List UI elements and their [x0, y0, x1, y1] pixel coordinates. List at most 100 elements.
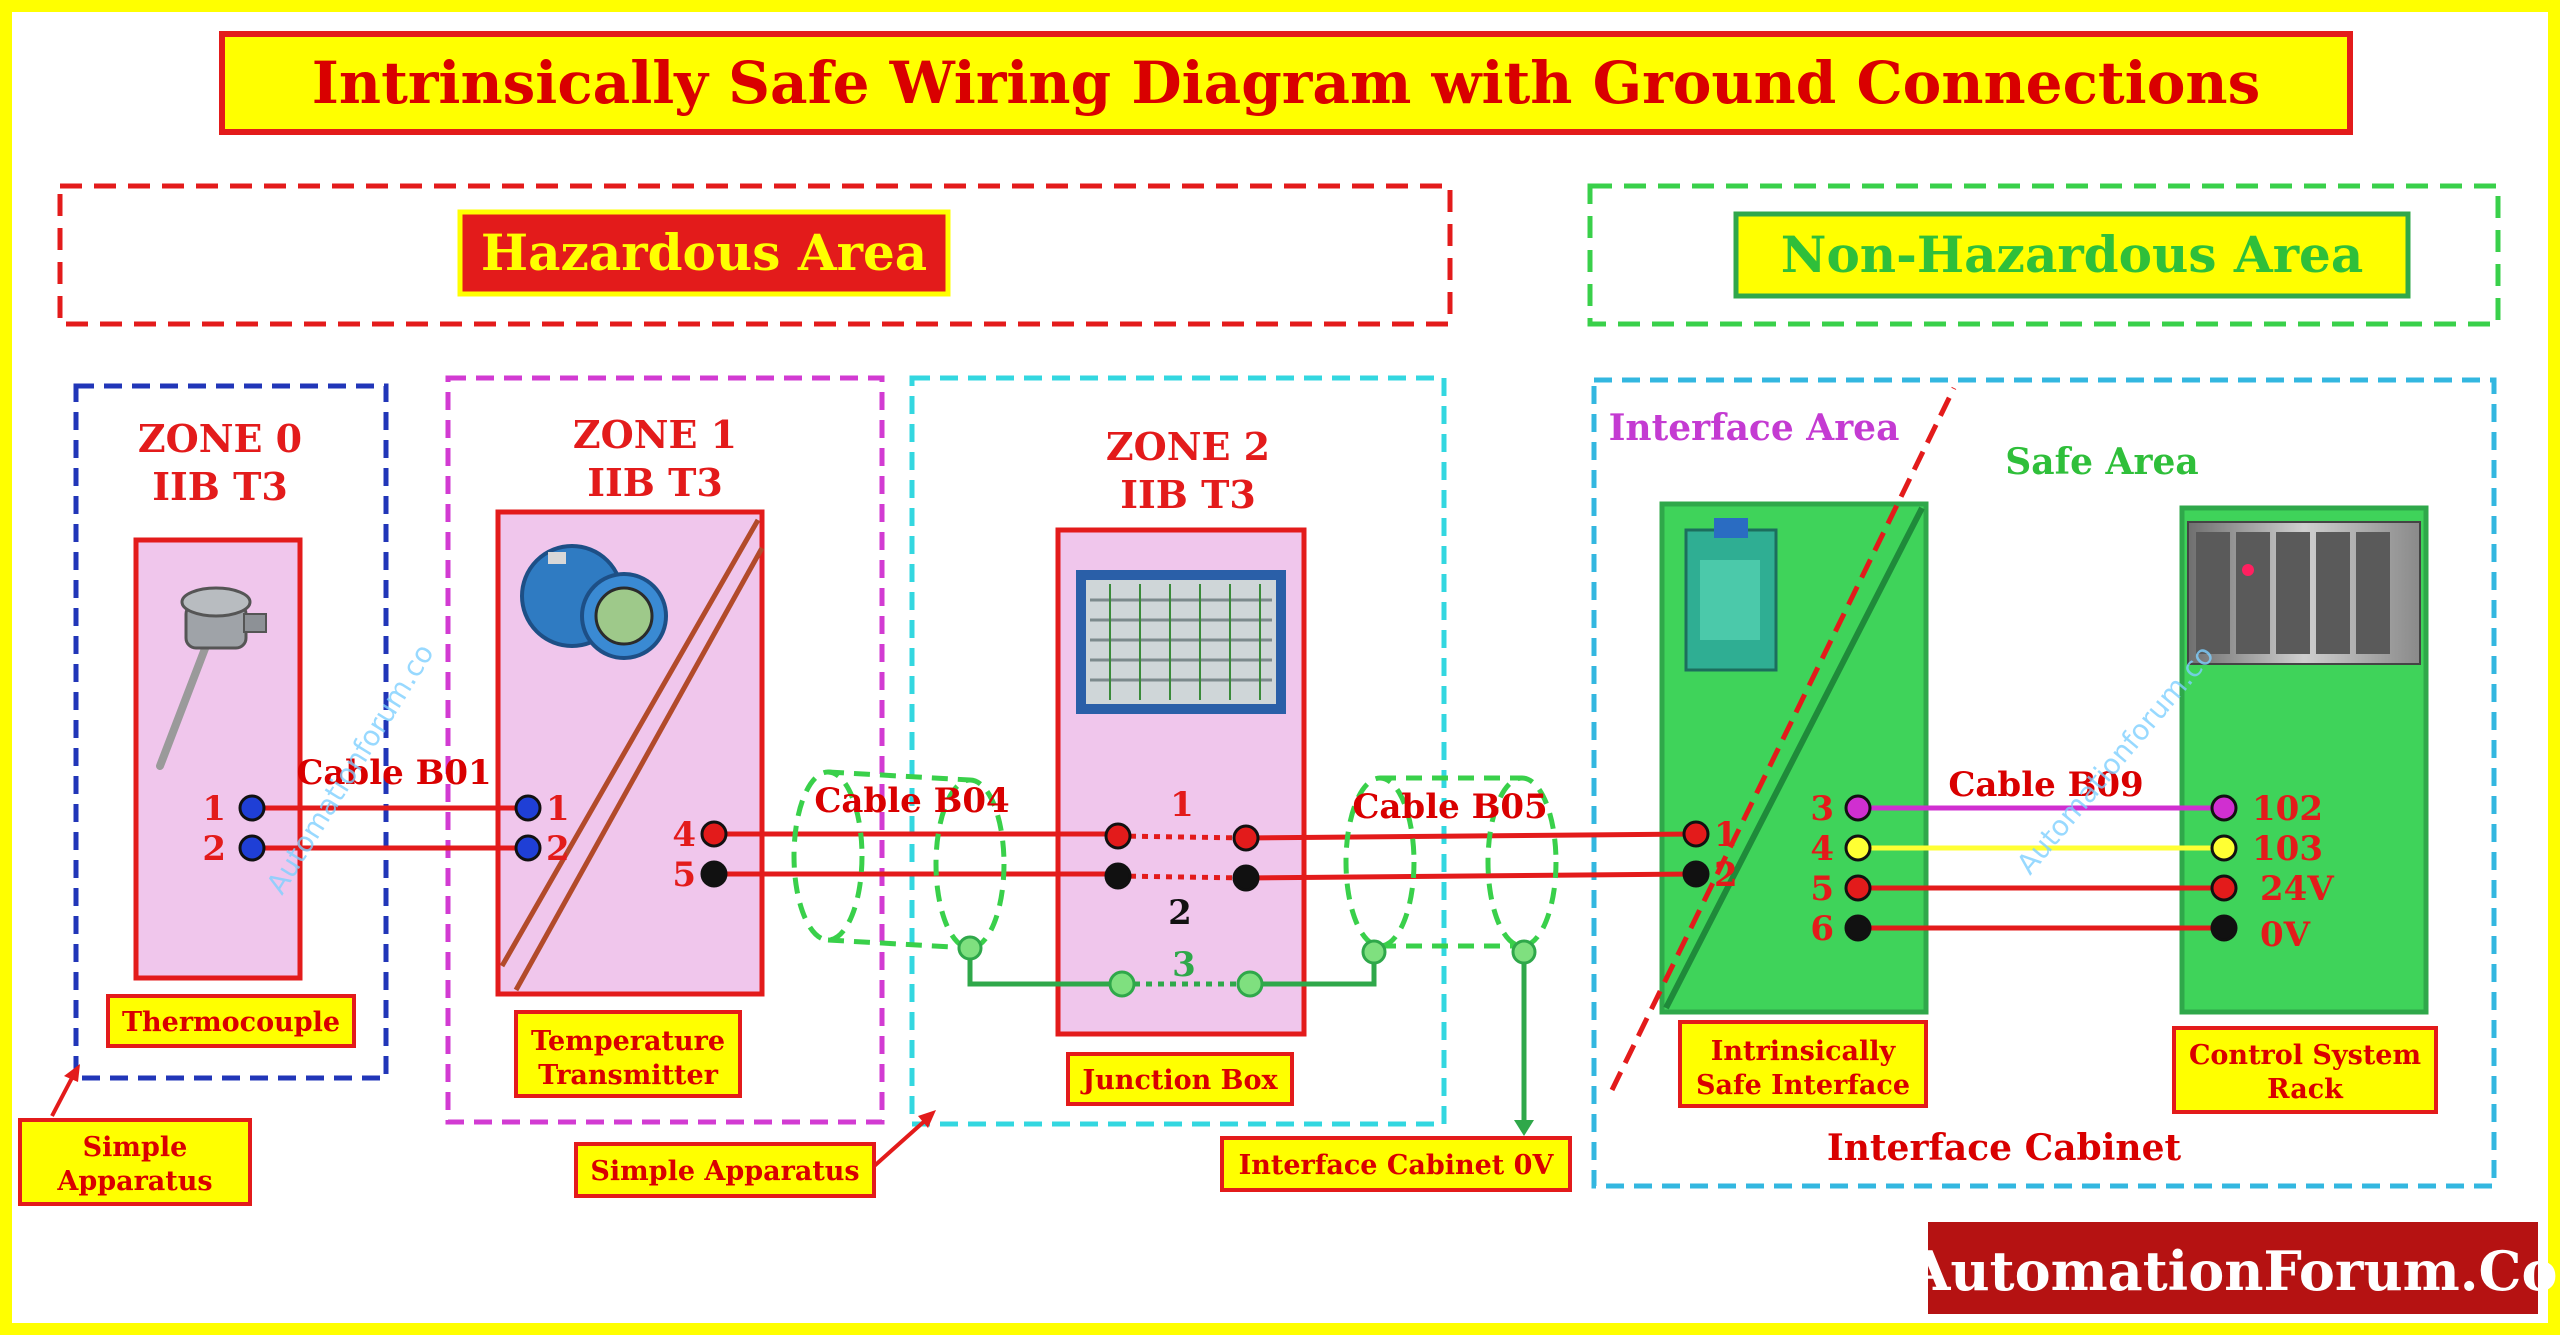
is-interface-label-line1: Intrinsically: [1711, 1036, 1897, 1067]
transmitter-label-line1: Temperature: [531, 1026, 725, 1057]
terminal-isi-3: 3: [1810, 789, 1834, 829]
interface-cabinet-0v-label: Interface Cabinet 0V: [1239, 1150, 1555, 1181]
simple-apparatus-a-arrowhead: [64, 1064, 80, 1082]
thermocouple-label: Thermocouple: [122, 1007, 340, 1038]
terminal-dot-tx-out-5: [700, 860, 728, 888]
rack-label-line2: Rack: [2267, 1074, 2344, 1105]
simple-apparatus-b-arrowhead: [918, 1110, 936, 1128]
terminal-rack-0v: 0V: [2260, 915, 2311, 955]
terminal-dot-isi-5: [1844, 874, 1872, 902]
zone0-frame: [73, 383, 389, 1081]
simple-apparatus-a-line2: Apparatus: [56, 1166, 212, 1197]
terminal-rack-103: 103: [2252, 829, 2323, 869]
terminal-dot-rack-102: [2210, 794, 2238, 822]
terminal-dot-jb-1-in: [1104, 822, 1132, 850]
interface-cabinet-label: Interface Cabinet: [1827, 1127, 2182, 1169]
terminal-dot-jb-3-in: [1108, 970, 1136, 998]
is-interface-label-box: [1678, 1020, 1928, 1108]
terminal-block-icon: [1076, 570, 1286, 714]
interface-cabinet-frame: [1591, 377, 2497, 1189]
zone2-gas-group: IIB T3: [1120, 472, 1256, 517]
simple-apparatus-b-arrow: [870, 1116, 930, 1170]
terminal-dot-tc-2: [238, 834, 266, 862]
jb-jumper-2: [1117, 873, 1247, 881]
terminal-dot-rack-0v: [2210, 914, 2238, 942]
terminal-dot-jb-2-in: [1104, 862, 1132, 890]
interface-boundary-line: [1609, 386, 1957, 1092]
junction-box-label-box: [1066, 1052, 1294, 1106]
simple-apparatus-b-box: [574, 1142, 876, 1198]
is-interface-label-line2: Safe Interface: [1696, 1070, 1910, 1101]
cable-b04-shield: [791, 769, 1007, 951]
terminal-dot-tc-1: [238, 794, 266, 822]
terminal-tc-2: 2: [202, 829, 226, 869]
simple-apparatus-a-box: [18, 1118, 252, 1206]
interface-area-label: Interface Area: [1609, 407, 1900, 449]
terminal-dot-rack-24v: [2210, 874, 2238, 902]
simple-apparatus-b-label: Simple Apparatus: [590, 1156, 859, 1187]
interface-cabinet-0v-box: [1220, 1136, 1572, 1192]
terminal-dot-tx-out-4: [700, 820, 728, 848]
cable-b04-label: Cable B04: [814, 781, 1009, 821]
ground-0v-arrowhead: [1514, 1120, 1534, 1136]
zone2-label: ZONE 2: [1106, 424, 1270, 469]
transmitter-barrier-line-2: [513, 546, 765, 992]
wire-b05-1: [1245, 831, 1697, 841]
terminal-dot-isi-3: [1844, 794, 1872, 822]
is-barrier-icon: [1684, 518, 1778, 672]
zone1-label: ZONE 1: [573, 412, 737, 457]
terminal-dot-tx-in-2: [514, 834, 542, 862]
hazardous-area-frame: [57, 183, 1453, 327]
jb-jumper-1: [1117, 833, 1247, 841]
terminal-dot-b04-shield: [957, 935, 983, 961]
terminal-dot-isi-6: [1844, 914, 1872, 942]
non-hazardous-area-label: Non-Hazardous Area: [1781, 225, 2364, 284]
cable-b05-shield: [1343, 775, 1559, 949]
zone0-label: ZONE 0: [138, 416, 302, 461]
terminal-dot-b05-shield-a: [1361, 939, 1387, 965]
plc-rack-icon: [2187, 521, 2421, 665]
terminal-tx-in-2: 2: [546, 829, 570, 869]
zone0-gas-group: IIB T3: [152, 464, 288, 509]
terminal-dot-b05-shield-b: [1511, 939, 1537, 965]
title-banner: [219, 31, 2353, 135]
hazardous-area-label: Hazardous Area: [481, 223, 927, 282]
terminal-tx-out-5: 5: [672, 855, 696, 895]
terminal-isi-4: 4: [1810, 829, 1834, 869]
terminal-rack-102: 102: [2252, 789, 2323, 829]
terminals: [238, 794, 2238, 998]
wire-b05-2: [1245, 871, 1697, 881]
junction-box-label: Junction Box: [1080, 1065, 1278, 1096]
transmitter-barrier-line-1: [499, 518, 761, 968]
terminal-tc-1: 1: [202, 789, 226, 829]
non-hazardous-area-badge: [1733, 211, 2411, 299]
diagram-title: Intrinsically Safe Wiring Diagram with G…: [312, 49, 2260, 117]
terminal-isi-5: 5: [1810, 869, 1834, 909]
hazardous-area-badge: [457, 209, 951, 297]
terminal-rack-24v: 24V: [2260, 869, 2334, 909]
non-hazardous-area-frame: [1587, 183, 2501, 327]
simple-apparatus-a-line1: Simple: [83, 1132, 188, 1163]
cable-b01-label: Cable B01: [296, 753, 491, 793]
rack-label-box: [2172, 1026, 2438, 1114]
terminal-dot-rack-103: [2210, 834, 2238, 862]
terminal-dot-jb-3-out: [1236, 970, 1264, 998]
terminal-jb-1: 1: [1170, 785, 1194, 825]
brand-label: AutomationForum.Co: [1907, 1239, 2557, 1303]
cable-b05-label: Cable B05: [1352, 787, 1547, 827]
simple-apparatus-a-arrow: [50, 1073, 76, 1117]
zone1-gas-group: IIB T3: [587, 460, 723, 505]
zone2-frame: [909, 375, 1447, 1127]
terminal-tx-out-4: 4: [672, 815, 696, 855]
terminal-jb-3: 3: [1172, 945, 1196, 985]
is-interface-diagonal: [1663, 506, 1925, 1010]
terminal-tx-in-1: 1: [546, 789, 570, 829]
brand-box: [1928, 1222, 2538, 1314]
cable-b09-label: Cable B09: [1948, 765, 2143, 805]
transmitter-label-line2: Transmitter: [538, 1060, 719, 1091]
terminal-isi-2: 2: [1714, 855, 1738, 895]
terminal-dot-tx-in-1: [514, 794, 542, 822]
terminal-dot-isi-4: [1844, 834, 1872, 862]
transmitter-icon: [520, 544, 668, 660]
